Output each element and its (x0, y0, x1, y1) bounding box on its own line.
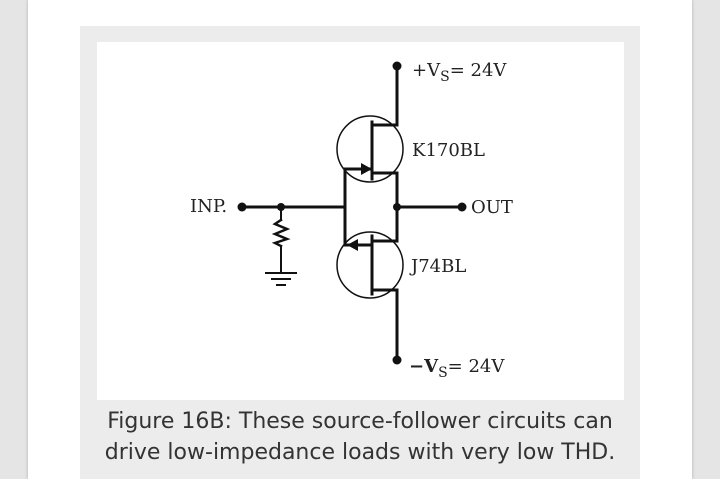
caption-line-1: Figure 16B: These source-follower circui… (107, 409, 613, 434)
output-junction-dot (393, 203, 401, 211)
upper-transistor-label: K170BL (412, 140, 485, 161)
output-label: OUT (471, 197, 513, 218)
positive-supply-label: +VS= 24V (412, 60, 507, 85)
schematic-svg: +VS= 24V K170BL INP. OUT J74BL −VS= 24V (190, 60, 513, 381)
caption-line-2: drive low-impedance loads with very low … (104, 440, 616, 465)
schematic-diagram: +VS= 24V K170BL INP. OUT J74BL −VS= 24V (97, 42, 624, 400)
figure-caption: Figure 16B: These source-follower circui… (80, 406, 640, 468)
output-terminal (457, 202, 467, 212)
input-resistor (271, 218, 291, 248)
upper-gate-arrow (361, 163, 372, 175)
lower-jfet-circle (336, 231, 404, 299)
upper-jfet-circle (336, 115, 404, 183)
lower-transistor-label: J74BL (409, 256, 466, 277)
input-label: INP. (190, 196, 227, 217)
negative-terminal (392, 355, 402, 365)
lower-gate-arrow (347, 239, 358, 251)
input-junction-dot (277, 203, 285, 211)
input-terminal (237, 202, 247, 212)
positive-terminal (392, 61, 402, 71)
negative-supply-label: −VS= 24V (409, 356, 505, 381)
